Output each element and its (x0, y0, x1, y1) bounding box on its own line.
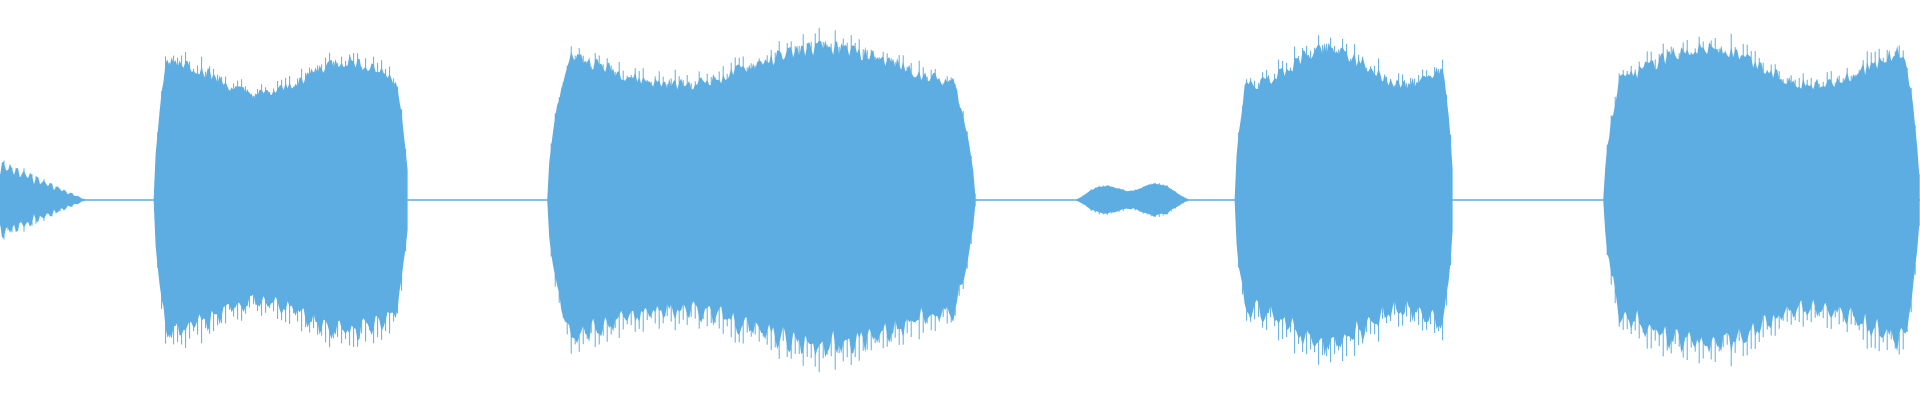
waveform-segment (0, 160, 86, 240)
waveform-envelope (1603, 41, 1920, 354)
waveform-segment (1603, 33, 1920, 367)
waveform-segment (547, 27, 976, 373)
waveform-segments (0, 27, 1920, 373)
waveform-segment (1075, 182, 1190, 218)
waveform-envelope (547, 40, 976, 358)
waveform-envelope (0, 162, 86, 238)
waveform-segment (153, 52, 408, 348)
waveform-segment (1234, 35, 1453, 365)
waveform-envelope (1234, 42, 1453, 357)
waveform-envelope (1075, 183, 1190, 217)
